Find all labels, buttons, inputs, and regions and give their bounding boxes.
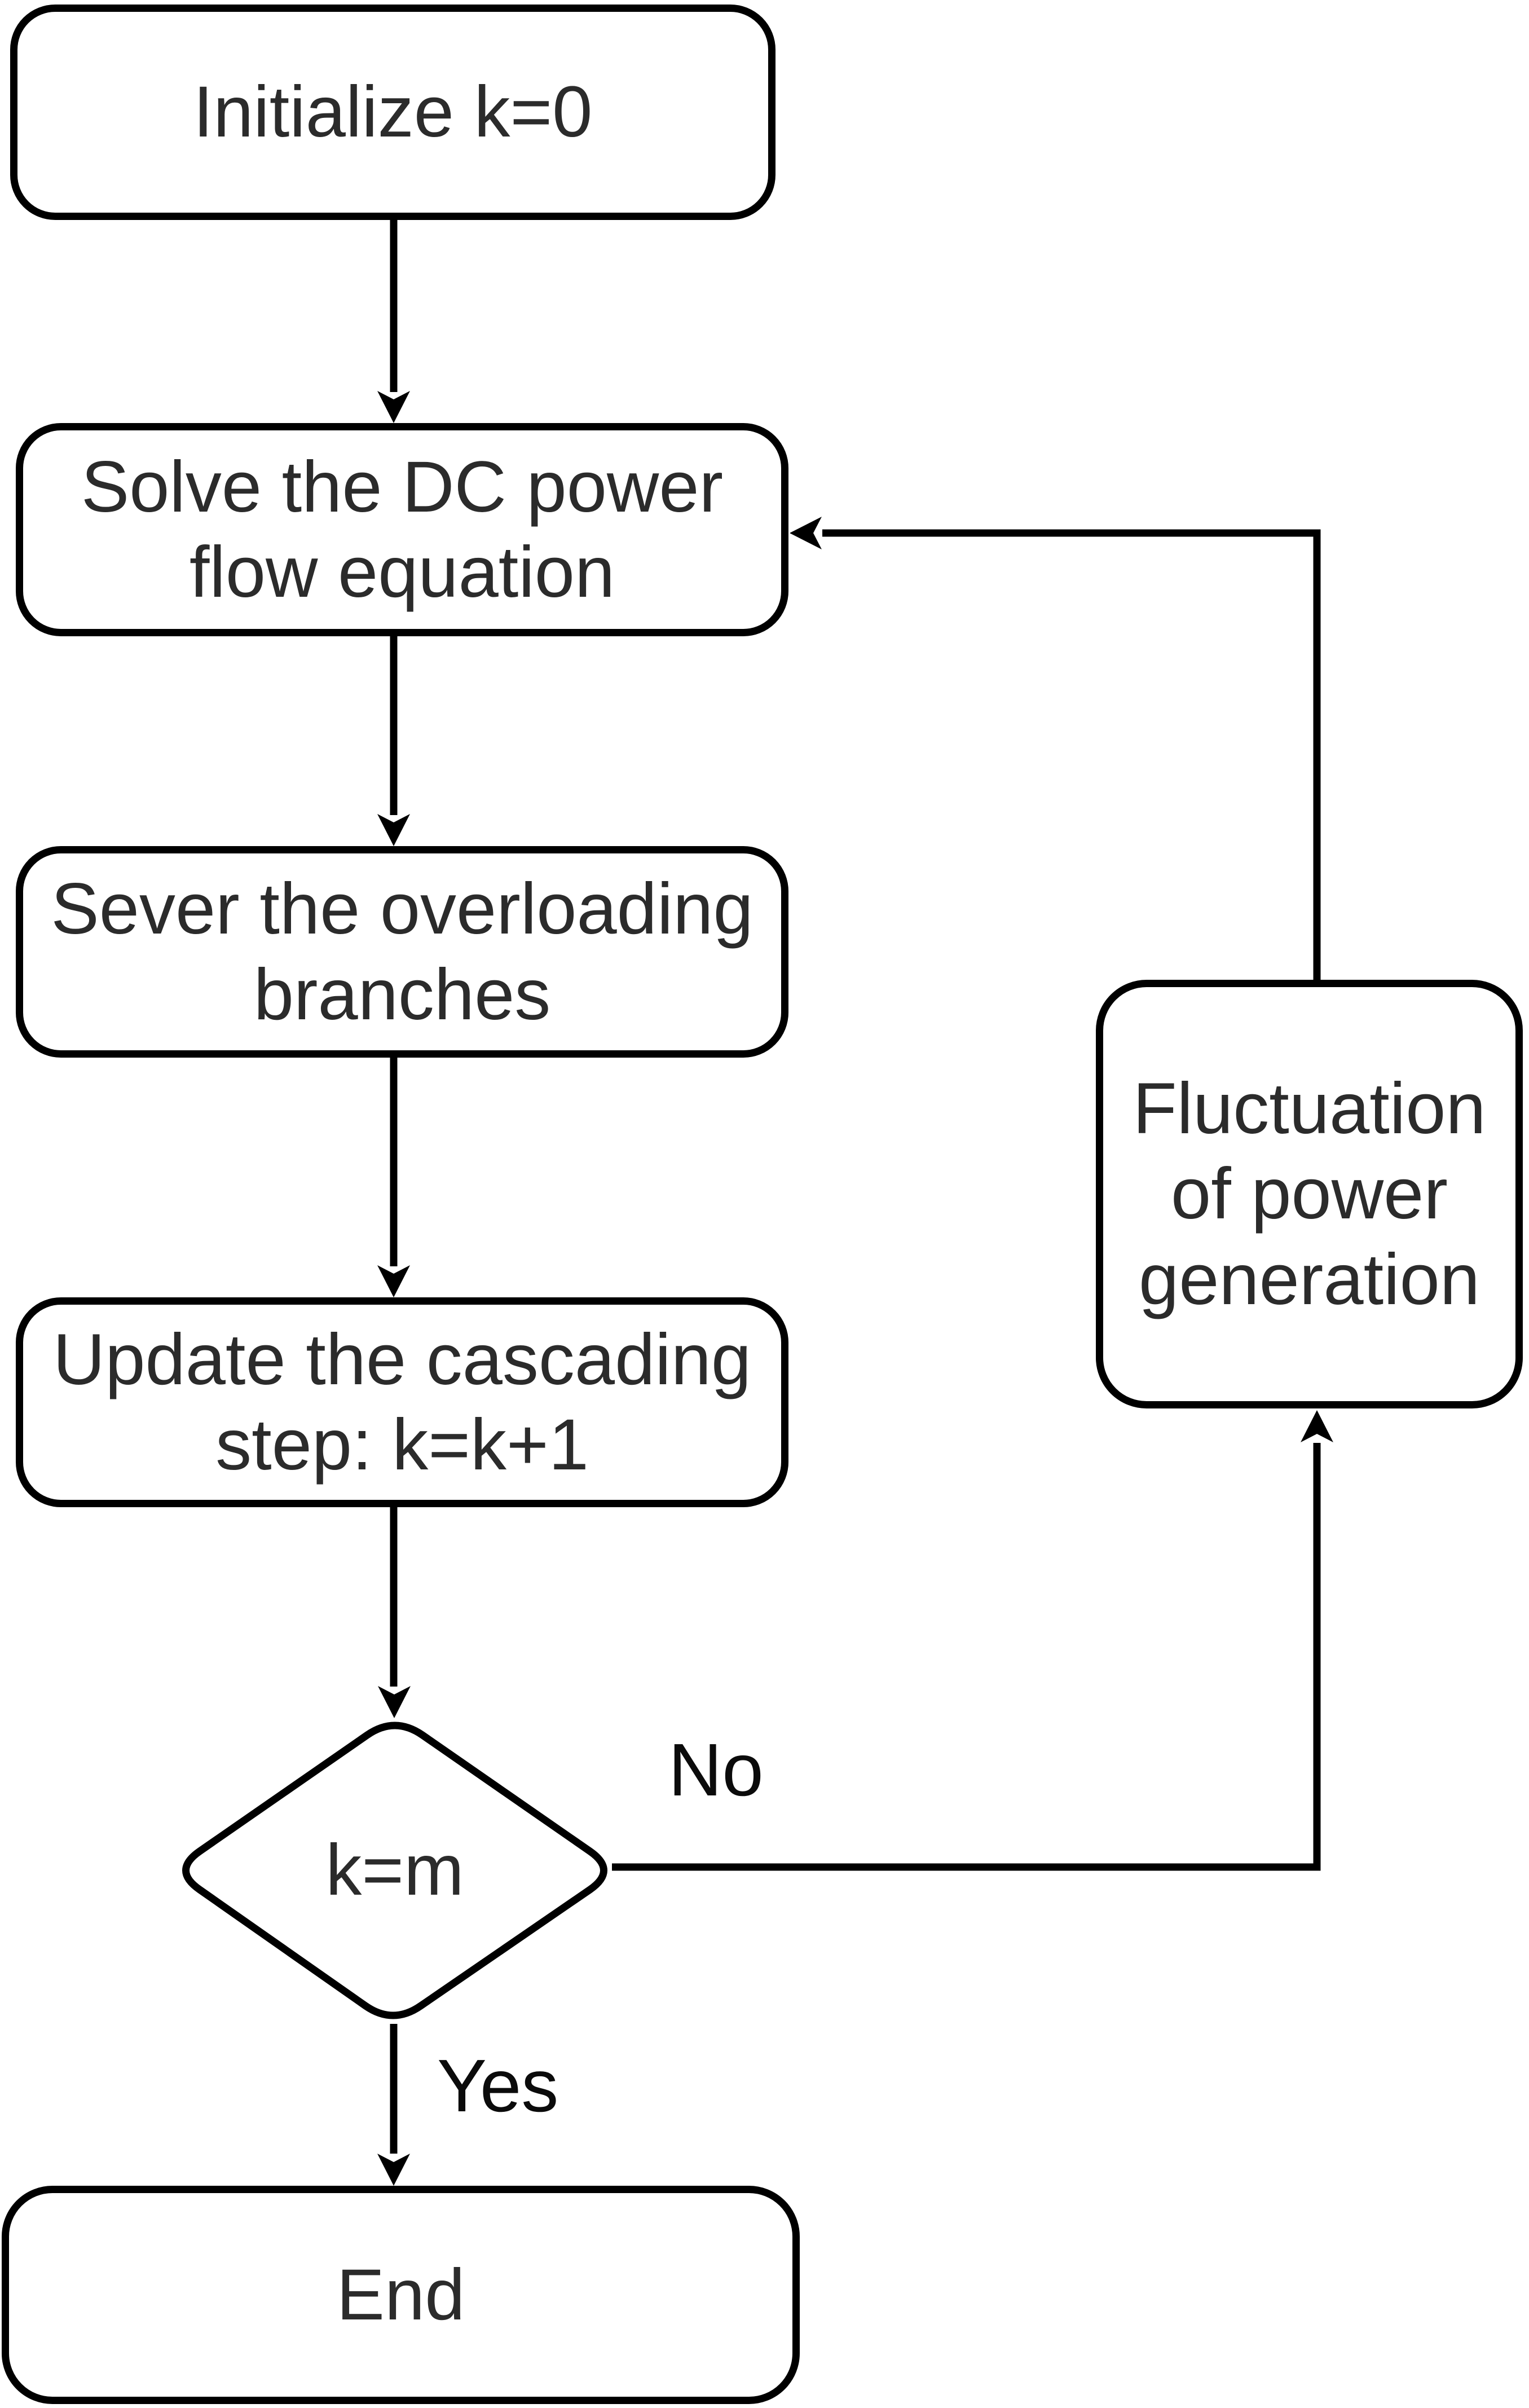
arrowhead-down-into-decision bbox=[378, 1686, 411, 1718]
connector-decision-to-fluctuation bbox=[612, 1443, 1321, 1871]
node-solve-dc-power-flow: Solve the DC power flow equation bbox=[16, 423, 788, 636]
edge-label-no: No bbox=[668, 1728, 764, 1811]
arrowhead-down-into-sever bbox=[377, 814, 410, 846]
edge-label-yes: Yes bbox=[437, 2044, 559, 2127]
node-fluctuation-label: Fluctuation of power generation bbox=[1133, 1068, 1486, 1320]
node-end-label: End bbox=[336, 2254, 465, 2335]
arrowhead-down-into-solve bbox=[377, 391, 410, 423]
connector-fluctuation-to-solve bbox=[822, 529, 1321, 981]
arrowhead-up-into-fluctuation bbox=[1301, 1410, 1333, 1442]
node-initialize: Initialize k=0 bbox=[10, 5, 775, 220]
node-update-label: Update the cascading step: k=k+1 bbox=[52, 1319, 752, 1485]
node-update-cascading-step: Update the cascading step: k=k+1 bbox=[16, 1297, 788, 1507]
arrowhead-left-into-solve bbox=[790, 517, 822, 549]
node-initialize-label: Initialize k=0 bbox=[193, 72, 593, 153]
node-decision-label: k=m bbox=[325, 1830, 464, 1911]
arrowhead-down-into-end bbox=[377, 2154, 410, 2186]
node-fluctuation-of-power-generation: Fluctuation of power generation bbox=[1096, 980, 1523, 1408]
arrowhead-down-into-update bbox=[377, 1265, 410, 1297]
node-decision-k-equals-m: k=m bbox=[172, 1716, 618, 2025]
decision-diamond-shape bbox=[182, 1722, 607, 2019]
node-solve-label: Solve the DC power flow equation bbox=[81, 446, 724, 613]
node-sever-label: Sever the overloading branches bbox=[51, 869, 754, 1035]
node-sever-overloading-branches: Sever the overloading branches bbox=[16, 846, 788, 1058]
node-end: End bbox=[2, 2186, 800, 2404]
